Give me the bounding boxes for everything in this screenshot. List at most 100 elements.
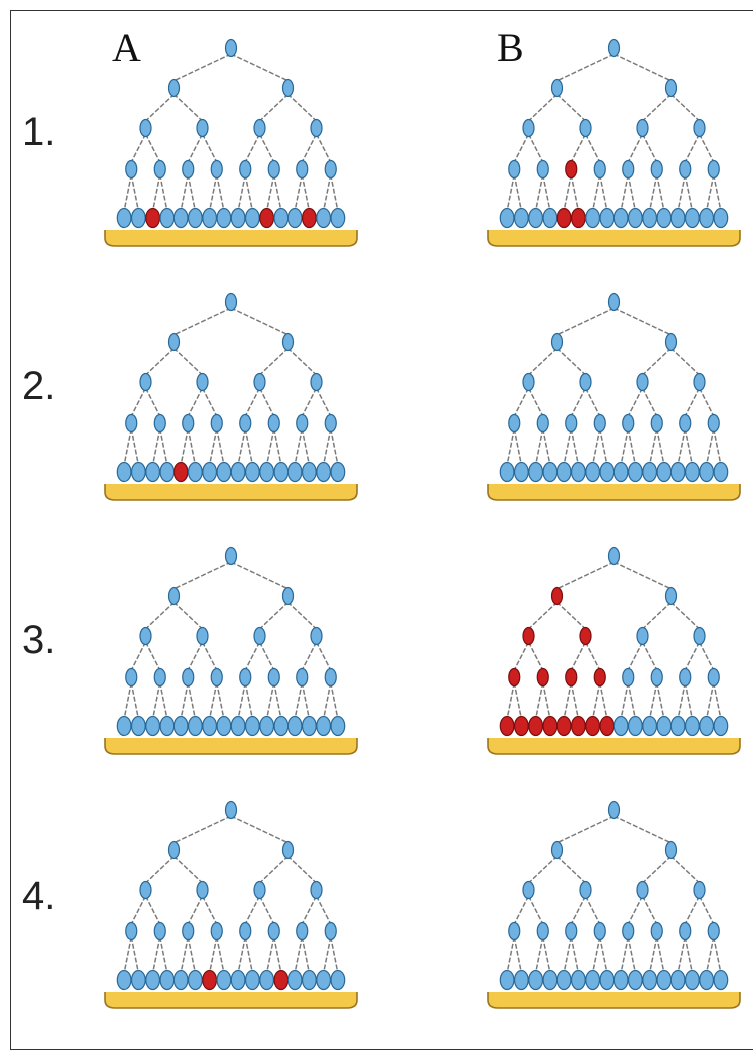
level2-node <box>522 118 535 138</box>
tree-edge <box>301 428 311 466</box>
tree-panel <box>487 800 741 1009</box>
leaf-node <box>656 207 672 229</box>
level3-node <box>296 413 309 433</box>
leaf-node <box>528 715 544 737</box>
leaf-node <box>627 715 643 737</box>
leaf-node <box>542 461 558 483</box>
leaf-node <box>542 715 558 737</box>
tree-edge <box>301 641 318 671</box>
tree-edge <box>648 936 658 974</box>
leaf-node <box>670 715 686 737</box>
level1-node <box>167 332 181 352</box>
level3-node <box>707 413 720 433</box>
column-label-b: B <box>497 25 524 70</box>
leaf-node <box>216 207 232 229</box>
leaf-node <box>713 207 729 229</box>
level2-node <box>693 372 706 392</box>
tree-edge <box>244 682 254 720</box>
base-tray <box>104 992 358 1009</box>
leaf-node <box>145 969 161 991</box>
level3-node <box>182 667 195 687</box>
tree-panel <box>487 546 741 755</box>
leaf-node <box>230 207 246 229</box>
leaf-node <box>499 715 515 737</box>
leaf-node <box>301 715 317 737</box>
tree-edge <box>315 387 332 417</box>
tree-panel <box>104 546 358 755</box>
leaf-node <box>556 207 572 229</box>
tree-edge <box>265 936 275 974</box>
tree-edge <box>705 682 715 720</box>
leaf-node <box>173 207 189 229</box>
tree-edge <box>563 936 572 974</box>
leaf-node <box>145 461 161 483</box>
base-tray <box>104 738 358 755</box>
tree-edge <box>201 641 218 671</box>
level3-node <box>622 921 635 941</box>
leaf-node <box>642 461 658 483</box>
tree-edge <box>527 641 544 671</box>
tree-edge <box>287 601 318 630</box>
tree-edge <box>159 174 168 212</box>
tree-edge <box>180 682 189 720</box>
tree-edge <box>216 682 225 720</box>
level3-node <box>536 413 549 433</box>
leaf-node <box>301 969 317 991</box>
tree-edge <box>513 936 523 974</box>
tree-edge <box>513 895 530 925</box>
leaf-node <box>159 461 175 483</box>
tree-edge <box>258 641 275 671</box>
level3-node <box>565 413 578 433</box>
tree-edge <box>527 895 544 925</box>
leaf-node <box>585 715 601 737</box>
leaf-node <box>187 969 203 991</box>
tree-edge <box>144 347 175 376</box>
tree-edge <box>130 428 140 466</box>
tree-edge <box>159 428 168 466</box>
leaf-node <box>570 207 586 229</box>
level2-node <box>196 372 209 392</box>
tree-edge <box>527 387 544 417</box>
tree-edge <box>542 428 551 466</box>
tree-edge <box>506 174 515 212</box>
level2-node <box>139 372 152 392</box>
tree-edge <box>656 174 665 212</box>
tree-edge <box>513 387 530 417</box>
level3-node <box>210 159 223 179</box>
tree-edge <box>570 387 587 417</box>
tree-edge <box>627 133 644 163</box>
tree-edge <box>641 133 658 163</box>
level2-node <box>522 880 535 900</box>
tree-edge <box>713 174 722 212</box>
tree-edge <box>713 936 722 974</box>
tree-edge <box>187 174 197 212</box>
root-node <box>607 800 621 820</box>
level3-node <box>296 921 309 941</box>
tree-edge <box>273 428 282 466</box>
level3-node <box>707 159 720 179</box>
tree-edge <box>322 428 332 466</box>
leaf-node <box>499 207 515 229</box>
tree-edge <box>670 601 701 630</box>
tree-edge <box>698 895 715 925</box>
tree-edge <box>684 387 701 417</box>
tree-edge <box>591 936 601 974</box>
leaf-node <box>599 969 615 991</box>
tree-edge <box>230 307 289 336</box>
leaf-node <box>513 207 529 229</box>
level3-node <box>182 159 195 179</box>
tree-panel <box>104 800 358 1009</box>
tree-edge <box>230 815 289 844</box>
tree-edge <box>563 682 572 720</box>
leaf-node <box>656 969 672 991</box>
leaf-node <box>570 715 586 737</box>
tree-edge <box>187 895 204 925</box>
tree-edge <box>599 682 608 720</box>
level1-node <box>550 586 564 606</box>
tree-edge <box>216 174 225 212</box>
tree-edge <box>201 387 218 417</box>
leaf-node <box>230 969 246 991</box>
tree-edge <box>556 307 615 336</box>
tree-edge <box>208 174 218 212</box>
leaf-node <box>613 715 629 737</box>
